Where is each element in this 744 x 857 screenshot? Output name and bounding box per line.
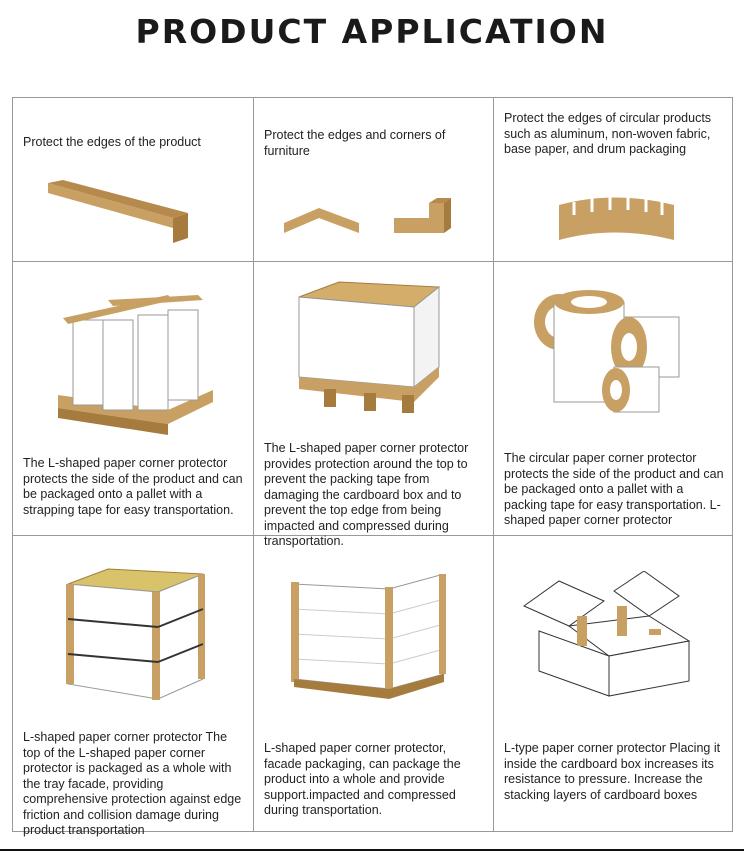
circular-protector-image bbox=[559, 197, 674, 240]
cell-text: Protect the edges of the product bbox=[23, 135, 201, 149]
cell-circular-rolls: The circular paper corner protector prot… bbox=[494, 262, 733, 536]
cell-pallet-rolls: The L-shaped paper corner protector prot… bbox=[13, 262, 254, 536]
cell-text: L-shaped paper corner protector, facade … bbox=[264, 741, 461, 817]
cell-text: The L-shaped paper corner protector prot… bbox=[23, 456, 243, 517]
cell-facade-packaging: L-shaped paper corner protector, facade … bbox=[254, 536, 494, 832]
pallet-rolls-image bbox=[58, 295, 213, 435]
cell-pallet-box: The L-shaped paper corner protector prov… bbox=[254, 262, 494, 548]
cell-furniture: Protect the edges and corners of furnitu… bbox=[254, 98, 494, 262]
cell-cardboard-box: L-type paper corner protector Placing it… bbox=[494, 536, 733, 832]
cell-text: L-type paper corner protector Placing it… bbox=[504, 741, 721, 802]
tray-facade-image bbox=[66, 568, 205, 700]
cell-text: L-shaped paper corner protector The top … bbox=[23, 730, 242, 837]
cell-text: Protect the edges of circular products s… bbox=[504, 111, 712, 156]
cell-text: Protect the edges and corners of furnitu… bbox=[264, 128, 446, 158]
cardboard-box-image bbox=[522, 571, 691, 697]
corner-protector-image bbox=[284, 198, 451, 233]
divider bbox=[0, 849, 744, 851]
application-grid: Protect the edges of the product Protect… bbox=[12, 97, 733, 837]
circular-rolls-image bbox=[534, 290, 680, 413]
facade-packaging-image bbox=[291, 574, 446, 699]
page-title: PRODUCT APPLICATION bbox=[135, 12, 609, 51]
cell-text: The L-shaped paper corner protector prov… bbox=[264, 441, 469, 548]
cell-circular: Protect the edges of circular products s… bbox=[494, 98, 733, 262]
cell-product-edges: Protect the edges of the product bbox=[13, 98, 254, 262]
cell-text: The circular paper corner protector prot… bbox=[504, 451, 724, 527]
l-shaped-protector-image bbox=[48, 180, 188, 243]
cell-tray-facade: L-shaped paper corner protector The top … bbox=[13, 536, 254, 837]
pallet-box-image bbox=[298, 281, 441, 413]
